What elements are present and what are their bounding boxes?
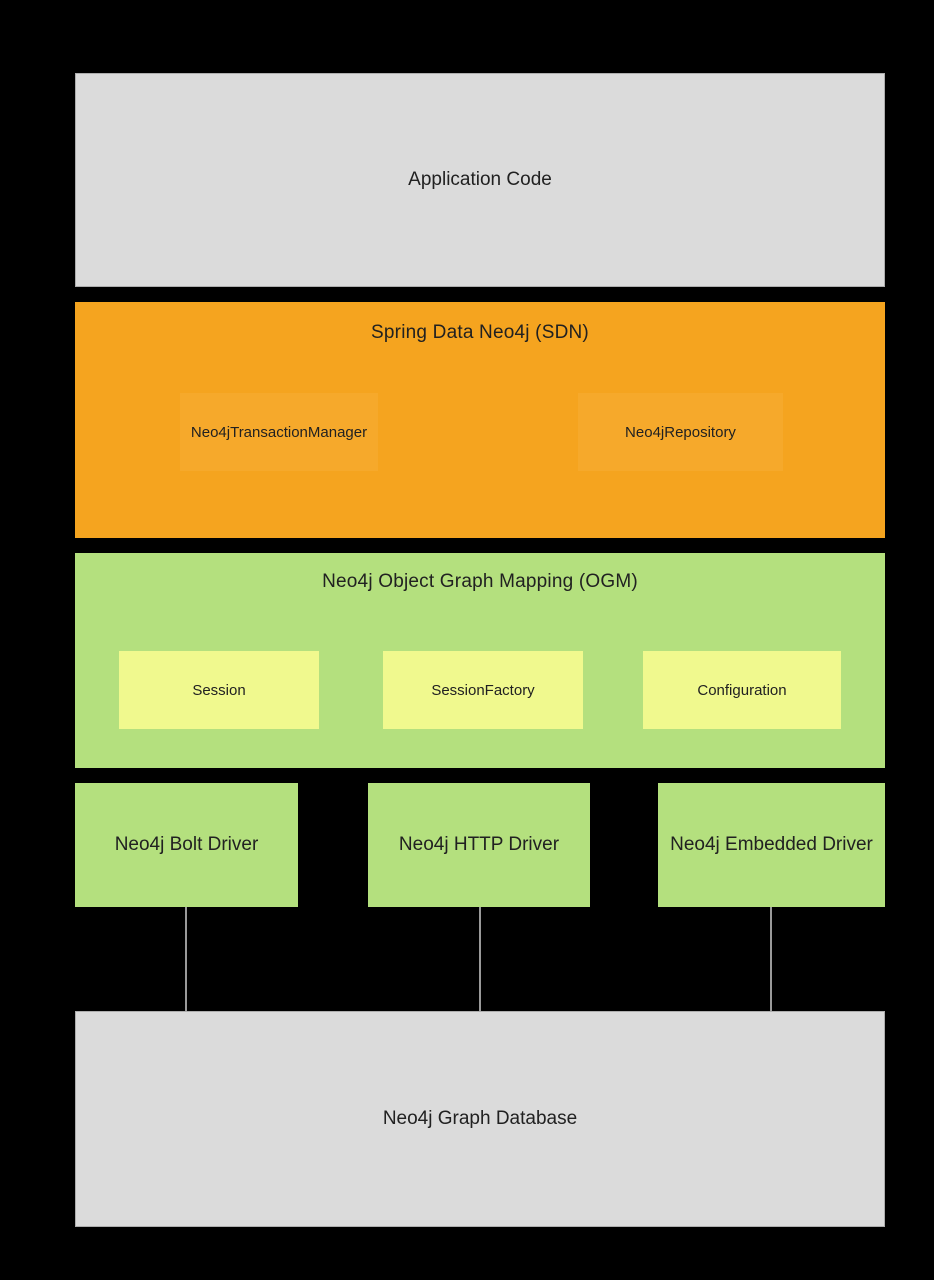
graph-database-box: Neo4j Graph Database (75, 1011, 885, 1227)
session-factory-box: SessionFactory (383, 651, 583, 729)
ogm-layer-box: Neo4j Object Graph Mapping (OGM) Session… (75, 553, 885, 768)
embedded-driver-box: Neo4j Embedded Driver (658, 783, 885, 907)
bolt-driver-connector-line (185, 907, 187, 1011)
neo4j-repository-label: Neo4jRepository (625, 423, 736, 441)
http-driver-box: Neo4j HTTP Driver (368, 783, 590, 907)
bolt-driver-label: Neo4j Bolt Driver (114, 834, 259, 855)
sdn-layer-box: Spring Data Neo4j (SDN) Neo4jTransaction… (75, 302, 885, 538)
bolt-driver-box: Neo4j Bolt Driver (75, 783, 298, 907)
neo4j-transaction-manager-box: Neo4jTransactionManager (180, 393, 378, 471)
embedded-driver-label: Neo4j Embedded Driver (670, 834, 873, 855)
http-driver-connector-line (479, 907, 481, 1011)
neo4j-repository-box: Neo4jRepository (578, 393, 783, 471)
application-code-box: Application Code (75, 73, 885, 287)
configuration-label: Configuration (697, 681, 787, 699)
http-driver-label: Neo4j HTTP Driver (398, 834, 560, 855)
session-label: Session (192, 681, 246, 699)
sdn-layer-title: Spring Data Neo4j (SDN) (371, 322, 589, 343)
ogm-layer-title: Neo4j Object Graph Mapping (OGM) (322, 571, 638, 592)
session-factory-label: SessionFactory (431, 681, 535, 699)
neo4j-transaction-manager-label: Neo4jTransactionManager (190, 423, 368, 441)
configuration-box: Configuration (643, 651, 841, 729)
application-code-label: Application Code (408, 169, 552, 190)
graph-database-label: Neo4j Graph Database (382, 1108, 578, 1129)
embedded-driver-connector-line (770, 907, 772, 1011)
session-box: Session (119, 651, 319, 729)
